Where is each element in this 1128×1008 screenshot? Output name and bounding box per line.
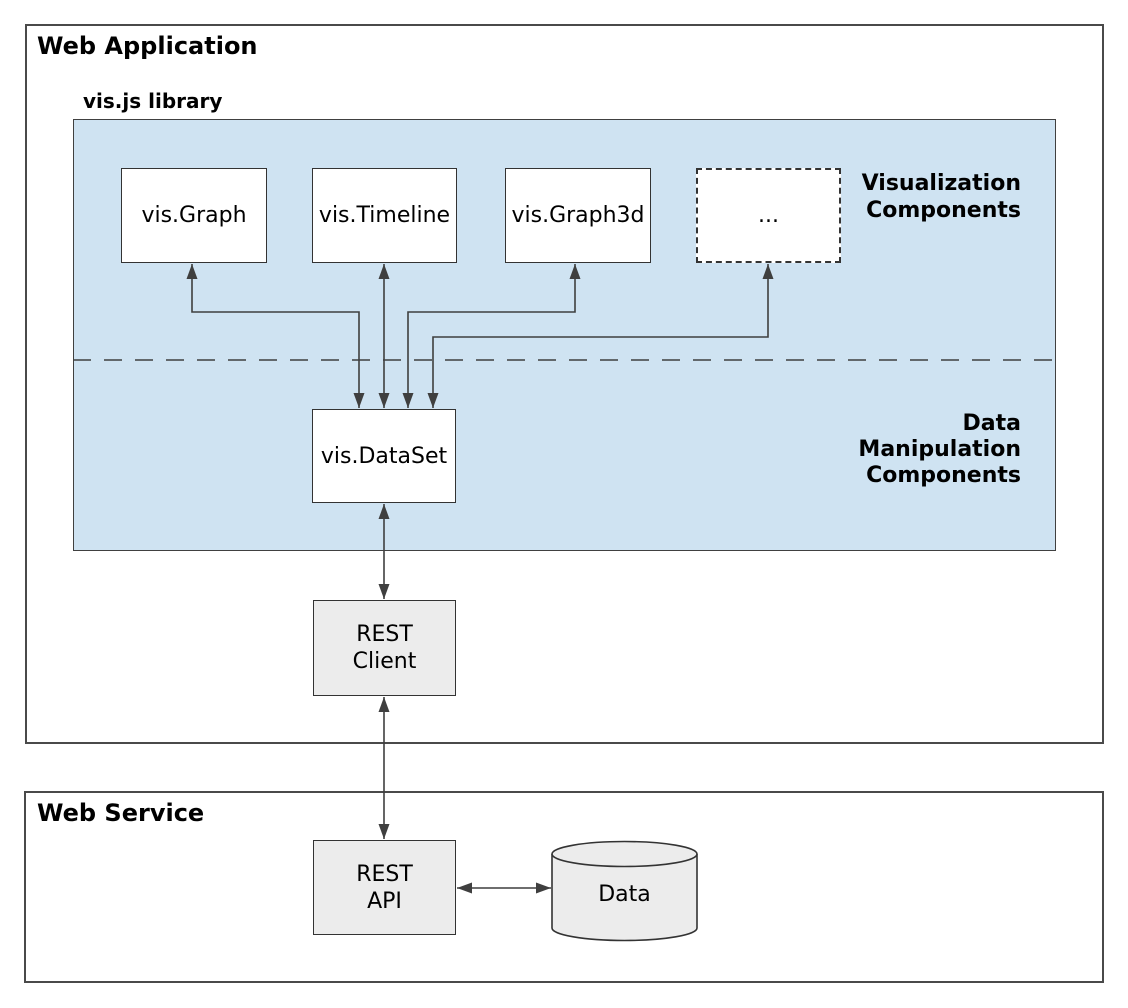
web-service-title: Web Service [37, 799, 205, 827]
rest-api-line1: REST [356, 861, 413, 887]
visualization-components-line1: Visualization [861, 171, 1021, 196]
web-service-container [24, 791, 1104, 983]
visualization-components-line2: Components [866, 198, 1021, 223]
node-rest-client: REST Client [313, 600, 456, 696]
node-vis-graph3d: vis.Graph3d [505, 168, 651, 263]
node-vis-timeline: vis.Timeline [312, 168, 457, 263]
data-manipulation-line2: Manipulation [858, 437, 1021, 462]
visualization-components-label: Visualization Components [821, 170, 1021, 224]
node-vis-timeline-label: vis.Timeline [318, 203, 451, 228]
data-manipulation-components-label: Data Manipulation Components [821, 411, 1021, 489]
node-vis-graph3d-label: vis.Graph3d [511, 203, 645, 228]
node-vis-graph-label: vis.Graph [141, 203, 247, 228]
rest-client-line2: Client [352, 649, 417, 674]
data-manipulation-line3: Components [866, 463, 1021, 488]
rest-client-line1: REST [356, 622, 413, 647]
node-vis-dataset-label: vis.DataSet [320, 443, 448, 469]
visjs-library-title: vis.js library [83, 89, 223, 113]
rest-api-line2: API [367, 888, 402, 914]
node-ellipsis-label: ... [758, 203, 779, 228]
data-manipulation-line1: Data [962, 411, 1021, 436]
node-rest-api: REST API [313, 840, 456, 935]
web-application-container [25, 24, 1104, 744]
web-application-title: Web Application [37, 32, 258, 60]
node-ellipsis-placeholder: ... [696, 168, 841, 263]
data-store-label: Data [598, 882, 651, 907]
node-vis-graph: vis.Graph [121, 168, 267, 263]
node-vis-dataset: vis.DataSet [312, 409, 456, 503]
